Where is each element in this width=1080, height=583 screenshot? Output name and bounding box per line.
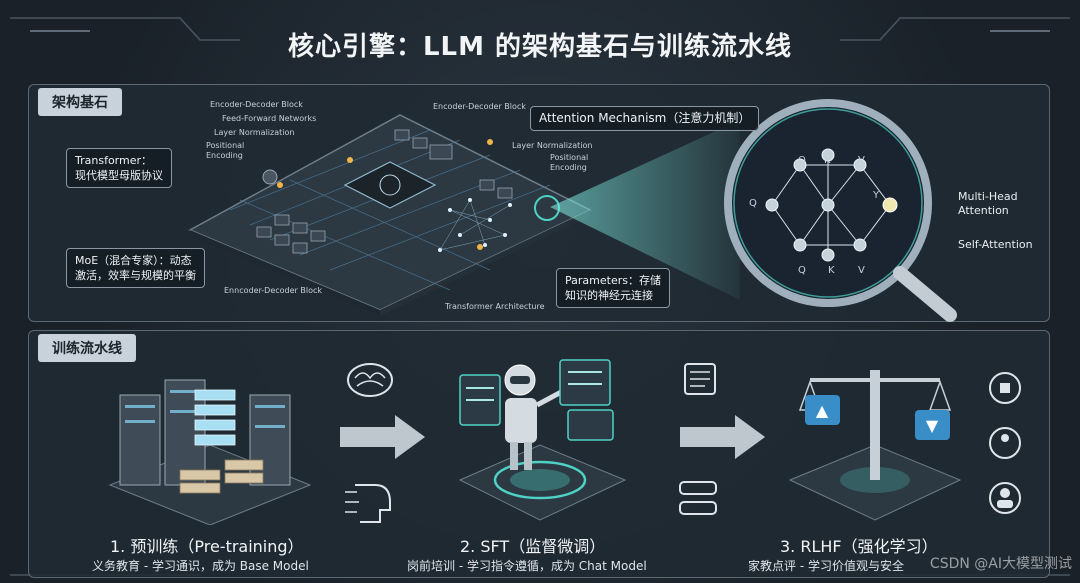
svg-text:▲: ▲ [816,401,829,420]
stage-2-title: 2. SFT（监督微调） [460,537,606,556]
node-label-v2: V [858,265,865,276]
stage-3-title: 3. RLHF（强化学习） [780,537,938,556]
circuit-board [188,114,592,315]
moe-box-line1: MoE（混合专家）：动态 [75,254,192,267]
attention-box: Attention Mechanism（注意力机制） [530,106,760,131]
page-title: 核心引擎：LLM 的架构基石与训练流水线 [287,32,793,62]
stage-3-subtitle: 家教点评 - 学习价值观与安全 [748,559,904,573]
node-label-k1: K [824,155,831,166]
transformer-box: Transformer： 现代模型母版协议 [66,148,172,188]
architecture-section-label: 架构基石 [38,88,122,116]
magnifier [724,99,957,322]
multi-head-label: Multi-Head Attention [958,190,1018,218]
multi-head-line1: Multi-Head [958,190,1018,203]
message-icon [679,481,717,515]
label-enc-dec-3: Enncoder-Decoder Block [224,286,322,295]
parameters-box-line2: 知识的神经元连接 [565,289,653,302]
arrow-2-icon [680,415,765,459]
sft-illustration [458,359,627,521]
label-transformer-arch: Transformer Architecture [445,302,545,311]
label-pos-enc-1b: Encoding [206,151,243,160]
node-label-q3: Q [798,265,806,276]
label-pos-enc-1: Positional [206,141,245,150]
moe-box-line2: 激活，效率与规模的平衡 [75,269,196,282]
attention-beam [550,120,740,300]
feedback-cycle-icons [989,372,1021,514]
stage-2-subtitle: 岗前培训 - 学习指令遵循，成为 Chat Model [407,559,647,573]
pipeline-section-label: 训练流水线 [38,334,136,362]
node-label-y: Y [873,190,880,201]
label-enc-dec-1: Encoder-Decoder Block [210,100,303,109]
transformer-box-line1: Transformer： [75,154,153,167]
svg-text:▼: ▼ [926,416,939,435]
label-pos-enc-2: Positional [550,153,589,162]
label-layer-norm-2: Layer Normalization [512,141,593,150]
parameters-box: Parameters：存储 知识的神经元连接 [556,268,670,308]
watermark: CSDN @AI大模型测试 [929,556,1072,572]
rlhf-illustration: ▲ ▼ [788,370,962,521]
label-layer-norm-1: Layer Normalization [214,128,295,137]
node-label-q2: Q [798,155,806,166]
transformer-box-line2: 现代模型母版协议 [75,169,163,182]
node-label-v1: V [858,155,865,166]
head-icon [345,484,391,523]
parameters-box-line1: Parameters：存储 [565,274,661,287]
brain-icon [347,363,393,397]
pretraining-illustration [108,379,312,525]
label-pos-enc-2b: Encoding [550,163,587,172]
self-attention-label: Self-Attention [958,238,1033,251]
label-ffn: Feed-Forward Networks [222,114,317,123]
arrow-1-icon [340,415,425,459]
document-icon [684,363,716,395]
node-label-k2: K [828,265,835,276]
multi-head-line2: Attention [958,204,1009,217]
stage-1-subtitle: 义务教育 - 学习通识，成为 Base Model [92,559,309,573]
label-enc-dec-2: Encoder-Decoder Block [433,102,526,111]
node-label-q1: Q [749,198,757,209]
stage-1-title: 1. 预训练（Pre-training） [110,537,304,556]
moe-box: MoE（混合专家）：动态 激活，效率与规模的平衡 [66,248,205,288]
